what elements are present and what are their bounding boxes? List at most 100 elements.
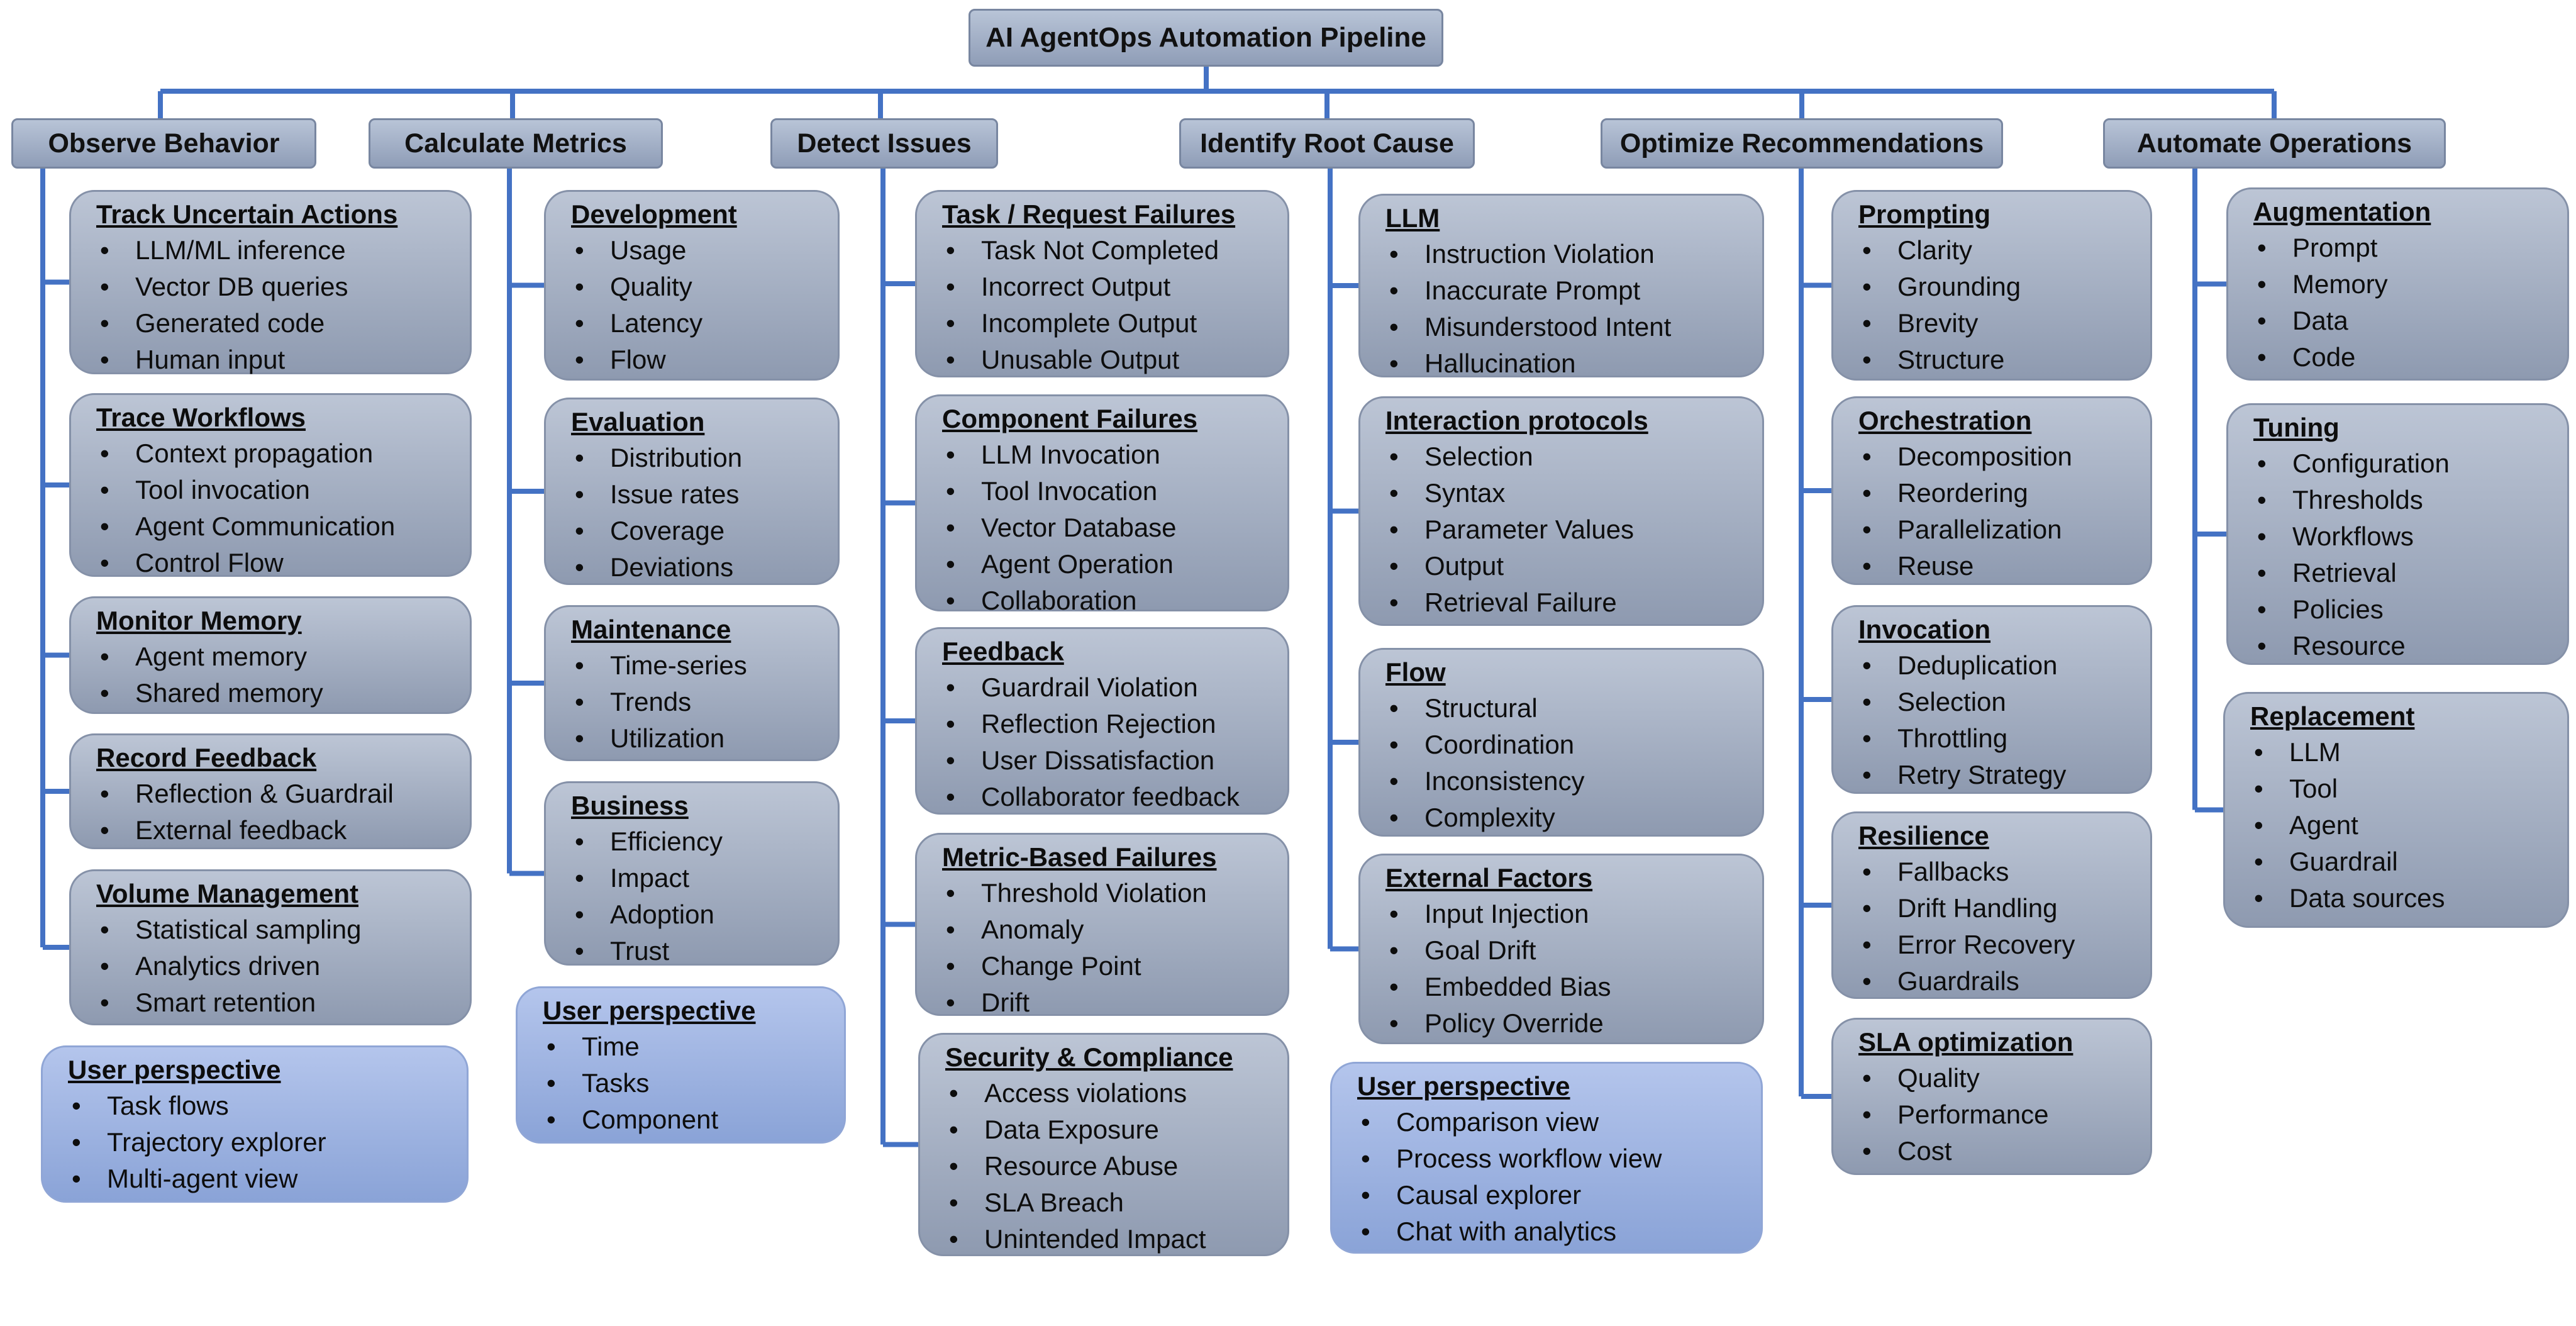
card-title: External Factors — [1385, 863, 1593, 893]
card-item: Coordination — [1385, 727, 1746, 763]
card-title: SLA optimization — [1858, 1027, 2074, 1057]
card-item: Statistical sampling — [96, 911, 453, 948]
card-item: Tool — [2250, 771, 2551, 807]
card-item-list: Agent memoryShared memory — [96, 638, 453, 711]
card-item: Causal explorer — [1357, 1177, 1745, 1213]
card-item-list: UsageQualityLatencyFlow — [571, 232, 821, 378]
card-item: Control Flow — [96, 545, 453, 581]
card-1-3: Monitor MemoryAgent memoryShared memory — [69, 596, 472, 714]
card-item: Coverage — [571, 513, 821, 549]
card-item: Resource Abuse — [945, 1148, 1271, 1184]
card-item: Vector DB queries — [96, 269, 453, 305]
card-item: Guardrail — [2250, 844, 2551, 880]
card-title: Record Feedback — [96, 743, 317, 772]
card-item: Guardrail Violation — [942, 669, 1271, 706]
card-item: LLM/ML inference — [96, 232, 453, 269]
column-header-4: Identify Root Cause — [1179, 118, 1475, 169]
card-item: Embedded Bias — [1385, 969, 1746, 1005]
card-item: Retrieval — [2253, 555, 2551, 591]
card-item: Fallbacks — [1858, 854, 2134, 890]
card-title: Security & Compliance — [945, 1042, 1233, 1072]
column-header-5: Optimize Recommendations — [1601, 118, 2003, 169]
card-4-3: FlowStructuralCoordinationInconsistencyC… — [1358, 648, 1764, 837]
card-title: Business — [571, 791, 689, 820]
card-1-1: Track Uncertain ActionsLLM/ML inferenceV… — [69, 190, 472, 378]
card-item: Decomposition — [1858, 438, 2134, 475]
card-item: Output — [1385, 548, 1746, 584]
card-5-1: PromptingClarityGroundingBrevityStructur… — [1831, 190, 2152, 381]
card-item: Reflection & Guardrail — [96, 776, 453, 812]
card-item: Policies — [2253, 591, 2551, 628]
card-item-list: Reflection & GuardrailExternal feedback — [96, 776, 453, 849]
card-title: Orchestration — [1858, 406, 2032, 435]
card-item-list: Access violationsData ExposureResource A… — [945, 1075, 1271, 1257]
card-3-5: Security & ComplianceAccess violationsDa… — [918, 1033, 1289, 1257]
card-6-1: AugmentationPromptMemoryDataCode — [2226, 187, 2569, 381]
card-item: Deduplication — [1858, 647, 2134, 684]
card-item-list: DecompositionReorderingParallelizationRe… — [1858, 438, 2134, 584]
card-item: Instruction Violation — [1385, 236, 1746, 272]
card-title: Volume Management — [96, 879, 358, 908]
card-item-list: FallbacksDrift HandlingError RecoveryGua… — [1858, 854, 2134, 1000]
card-item: Context propagation — [96, 435, 453, 472]
card-item: Workflows — [2253, 518, 2551, 555]
card-item: SLA Breach — [945, 1184, 1271, 1221]
card-item: Memory — [2253, 266, 2551, 303]
card-item: Reuse — [1858, 548, 2134, 584]
card-item-list: StructuralCoordinationInconsistencyCompl… — [1385, 690, 1746, 836]
card-item: External feedback — [96, 812, 453, 849]
card-title: Feedback — [942, 637, 1064, 666]
card-item: Latency — [571, 305, 821, 342]
card-item-list: TimeTasksComponent — [543, 1028, 828, 1138]
card-item: Human input — [96, 342, 453, 378]
column-header-6: Automate Operations — [2103, 118, 2446, 169]
card-5-3: InvocationDeduplicationSelectionThrottli… — [1831, 605, 2152, 794]
card-item: Issue rates — [571, 476, 821, 513]
card-item: Policy Override — [1385, 1005, 1746, 1042]
card-item: Multi-agent view — [68, 1161, 450, 1197]
card-item: Drift Handling — [1858, 890, 2134, 927]
card-title: Maintenance — [571, 615, 731, 644]
card-item: Deviations — [571, 549, 821, 586]
card-item-list: EfficiencyImpactAdoptionTrust — [571, 823, 821, 969]
card-item-list: Context propagationTool invocationAgent … — [96, 435, 453, 581]
card-item: Agent — [2250, 807, 2551, 844]
card-item: Chat with analytics — [1357, 1213, 1745, 1250]
card-item: Quality — [571, 269, 821, 305]
card-item: Inconsistency — [1385, 763, 1746, 800]
card-item: Component — [543, 1101, 828, 1138]
card-3-1: Task / Request FailuresTask Not Complete… — [915, 190, 1289, 378]
card-item-list: SelectionSyntaxParameter ValuesOutputRet… — [1385, 438, 1746, 621]
card-item: Collaboration — [942, 582, 1271, 619]
card-item: Trajectory explorer — [68, 1124, 450, 1161]
card-item: Goal Drift — [1385, 932, 1746, 969]
card-item: Structural — [1385, 690, 1746, 727]
card-item: Incorrect Output — [942, 269, 1271, 305]
card-item: Syntax — [1385, 475, 1746, 511]
card-1-2: Trace WorkflowsContext propagationTool i… — [69, 393, 472, 581]
card-title: User perspective — [1357, 1071, 1570, 1101]
card-item: Data — [2253, 303, 2551, 339]
card-item: Process workflow view — [1357, 1140, 1745, 1177]
card-3-2: Component FailuresLLM InvocationTool Inv… — [915, 394, 1289, 619]
card-item: Agent memory — [96, 638, 453, 675]
card-item: Access violations — [945, 1075, 1271, 1112]
card-title: Flow — [1385, 657, 1446, 687]
card-item: Clarity — [1858, 232, 2134, 269]
card-item: Drift — [942, 984, 1271, 1021]
card-item: Tool invocation — [96, 472, 453, 508]
card-item-list: Task Not CompletedIncorrect OutputIncomp… — [942, 232, 1271, 378]
card-item-list: QualityPerformanceCost — [1858, 1060, 2134, 1169]
card-item: Task Not Completed — [942, 232, 1271, 269]
card-item: Agent Operation — [942, 546, 1271, 582]
card-item-list: LLMToolAgentGuardrailData sources — [2250, 734, 2551, 916]
card-item-list: Threshold ViolationAnomalyChange PointDr… — [942, 875, 1271, 1021]
card-1-5: Volume ManagementStatistical samplingAna… — [69, 869, 472, 1025]
card-item: Tool Invocation — [942, 473, 1271, 510]
card-title: Development — [571, 199, 737, 229]
card-item: Code — [2253, 339, 2551, 376]
card-5-2: OrchestrationDecompositionReorderingPara… — [1831, 396, 2152, 585]
card-title: Component Failures — [942, 404, 1198, 433]
card-2-4: BusinessEfficiencyImpactAdoptionTrust — [544, 781, 840, 969]
card-4-1: LLMInstruction ViolationInaccurate Promp… — [1358, 194, 1764, 382]
